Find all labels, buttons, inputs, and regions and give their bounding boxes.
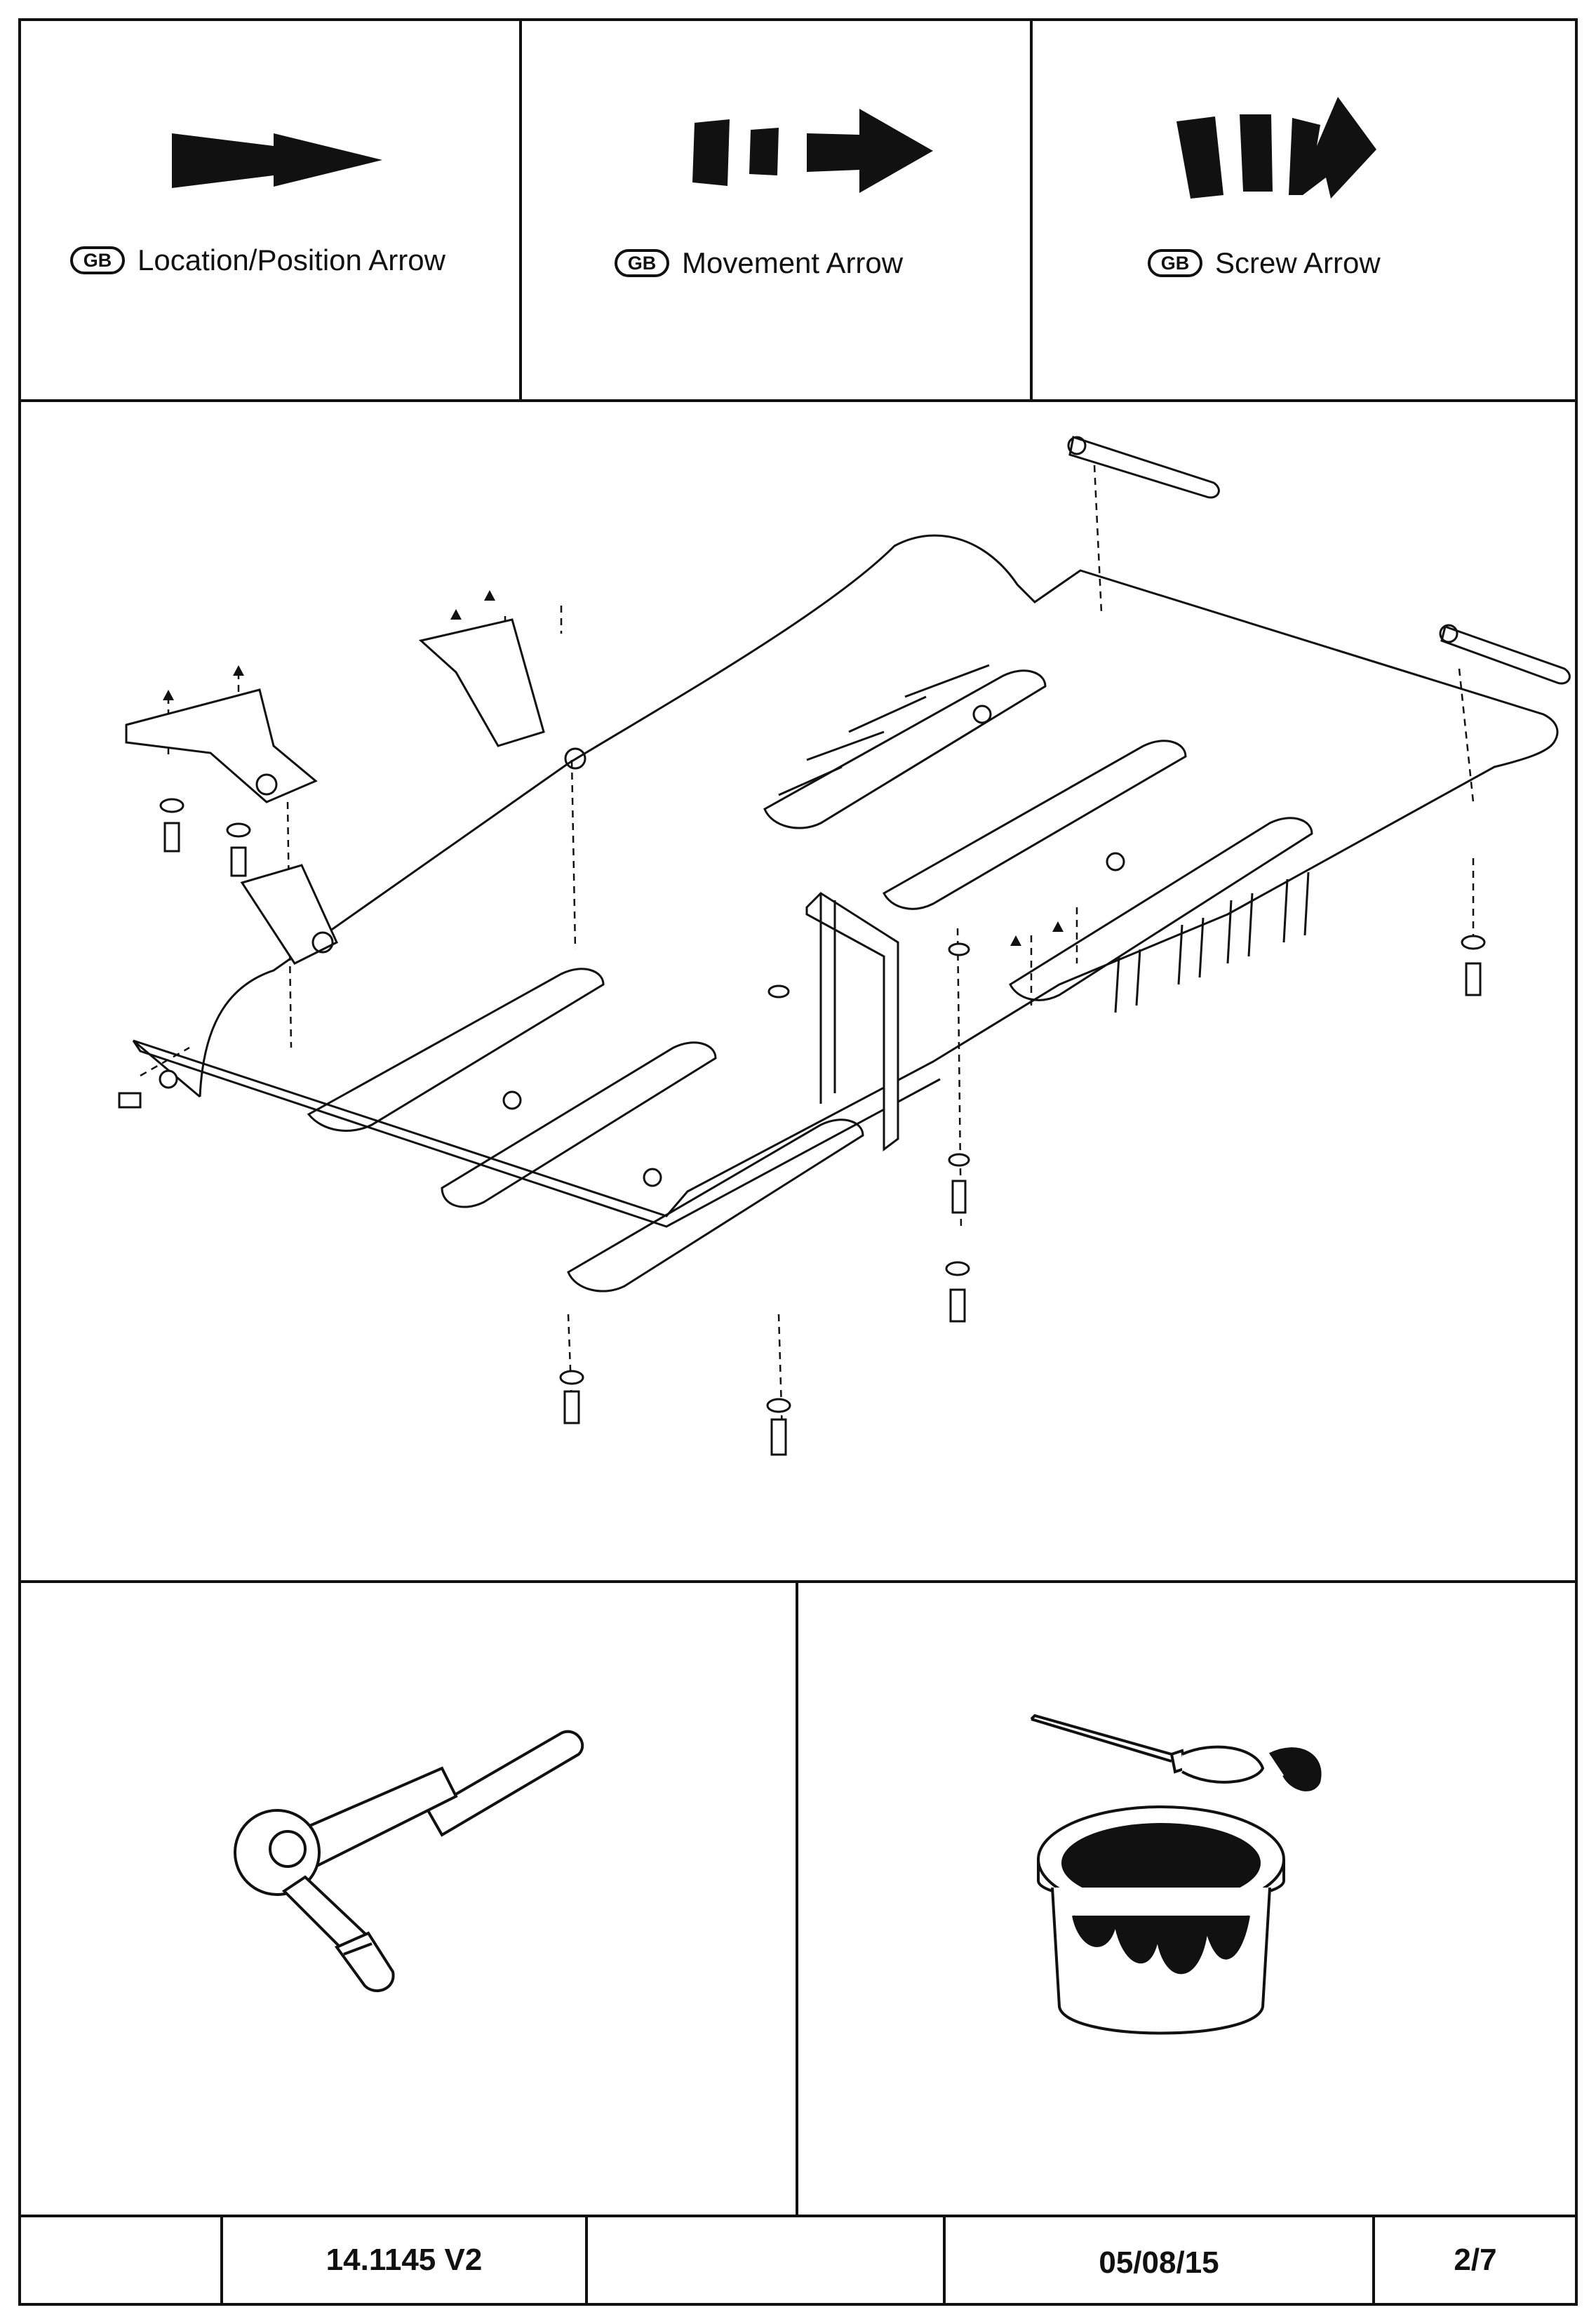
ratchet-wrench-icon [234, 1730, 584, 1993]
footer-divider-2 [585, 2215, 588, 2306]
legend-label-screw: Screw Arrow [1215, 246, 1381, 279]
skid-plate-assembly-diagram [118, 436, 1571, 1456]
mounting-bracket [240, 864, 338, 965]
plate-cutout [307, 968, 605, 1132]
document-date: 05/08/15 [1099, 2245, 1219, 2280]
legend-item-screw: GB Screw Arrow [1148, 246, 1381, 280]
plate-cutout [883, 740, 1187, 910]
gb-badge: GB [1148, 249, 1202, 277]
skid-plate-outline [133, 534, 1559, 1217]
plate-cutout [567, 1118, 864, 1293]
legend-divider-2 [1030, 18, 1033, 401]
legend-item-movement: GB Movement Arrow [615, 246, 903, 280]
center-bracket [805, 892, 899, 1151]
screw-arrow-icon [1176, 97, 1376, 199]
movement-arrow-icon [692, 109, 933, 193]
mounting-bracket [418, 618, 545, 747]
paint-brush-and-can-icon [1030, 1714, 1322, 2035]
plate-cutout [763, 669, 1047, 829]
tools-divider [796, 1580, 798, 2216]
mounting-strap [1068, 436, 1220, 499]
mounting-bracket [125, 688, 318, 803]
footer-top-divider [18, 2215, 1578, 2217]
part-number: 14.1145 V2 [326, 2243, 483, 2277]
footer-divider-3 [943, 2215, 946, 2306]
plate-cutout [1009, 817, 1313, 1001]
location-arrow-icon [172, 133, 382, 188]
plate-cutout [441, 1041, 717, 1208]
page-frame [18, 18, 1578, 2306]
mounting-strap [1440, 625, 1571, 685]
legend-label-movement: Movement Arrow [682, 246, 904, 279]
gb-badge: GB [70, 246, 125, 274]
page-number: 2/7 [1454, 2243, 1497, 2277]
footer-divider-1 [220, 2215, 223, 2306]
legend-item-location: GB Location/Position Arrow [70, 243, 445, 277]
footer-divider-4 [1372, 2215, 1375, 2306]
legend-divider-1 [519, 18, 522, 401]
gb-badge: GB [615, 249, 669, 277]
legend-bottom-divider [18, 399, 1578, 402]
fasteners [118, 798, 1486, 1456]
legend-label-location: Location/Position Arrow [138, 243, 445, 276]
